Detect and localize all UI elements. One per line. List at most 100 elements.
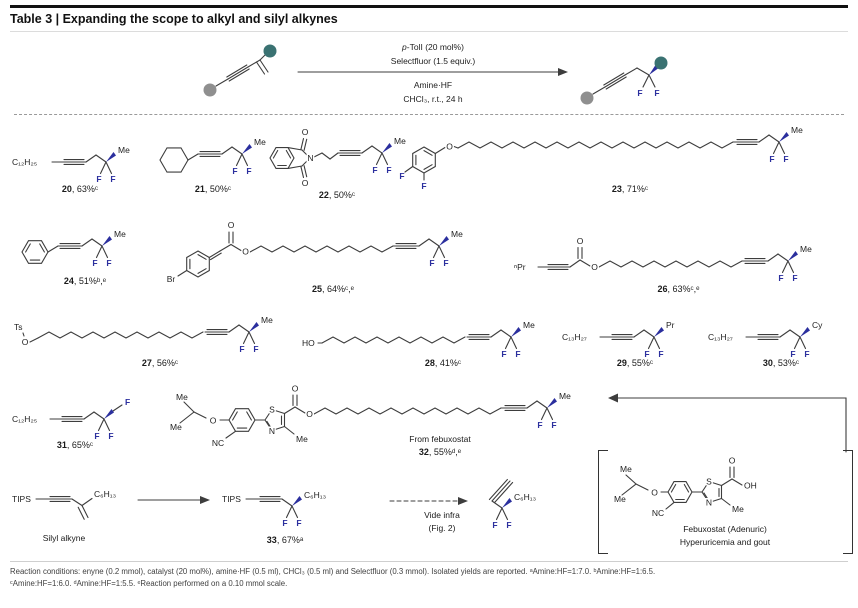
compound-number: 31	[56, 440, 67, 450]
stereo-wedge-icon	[242, 144, 252, 154]
fluorine-label: F	[92, 258, 97, 268]
febuxostat-pointer-arrow	[608, 393, 847, 453]
oxygen-label: O	[577, 236, 584, 246]
fluorine-label: F	[421, 181, 426, 191]
propyl-label: Pr	[666, 320, 675, 330]
compound-21-caption: 21, 50%ᶜ	[148, 184, 278, 194]
compound-yield: , 50%ᶜ	[328, 190, 356, 200]
compound-number: 29	[616, 358, 627, 368]
fluorine-label: F	[644, 349, 649, 359]
compound-yield: , 63%ᶜ,ᵉ	[667, 284, 700, 294]
arrowhead-icon	[200, 496, 210, 504]
compound-29-caption: 29, 55%ᶜ	[560, 358, 710, 368]
nitrogen-label: N	[706, 498, 712, 508]
fluorine-label: F	[239, 344, 244, 354]
propyl-label: ⁿPr	[514, 262, 526, 272]
silyl-alkyne-row: TIPS C₆H₁₃ TIPS	[12, 478, 536, 530]
compound-number: 21	[194, 184, 205, 194]
skeleton-bonds	[179, 394, 554, 439]
compound-number: 33	[266, 535, 277, 545]
stereo-wedge-icon	[800, 327, 810, 337]
fluorine-label: F	[125, 397, 130, 407]
stereo-wedge-icon	[654, 327, 664, 337]
compound-31-structure: C₁₂H₂₅ F F F	[12, 397, 130, 441]
fluorine-label: F	[658, 349, 663, 359]
methyl-label: Me	[394, 136, 406, 146]
skeleton-bonds	[745, 329, 807, 350]
compound-26-structure: ⁿPr O O F F Me	[514, 235, 812, 284]
compound-number: 23	[611, 184, 622, 194]
skeleton-bonds	[621, 466, 743, 510]
fluorine-label: F	[551, 420, 556, 430]
compound-number: 26	[657, 284, 668, 294]
compound-33-caption: 33, 67%ᵃ	[230, 535, 340, 545]
compound-27-caption: 27, 56%ᶜ	[10, 358, 310, 368]
compound-21-structure: F F Me	[159, 137, 266, 176]
skeleton-bonds	[35, 496, 93, 520]
compound-number: 28	[424, 358, 435, 368]
compound-33-structure: TIPS F F C₆H₁₃	[222, 490, 326, 528]
skeleton-bonds	[488, 478, 514, 521]
condition-amine: Amine·HF	[414, 80, 452, 90]
febuxostat-indication: Hyperuricemia and gout	[679, 537, 771, 547]
compound-32-note: From febuxostat	[409, 434, 471, 444]
compound-25-structure: Br O O F F Me	[167, 219, 463, 285]
skeleton-bonds	[159, 146, 249, 173]
compound-32-caption: 32, 55%ᵈ,ᵉ	[330, 447, 550, 457]
fluorine-label: F	[96, 174, 101, 184]
methyl-label: Me	[296, 434, 308, 444]
fluorine-label: F	[282, 518, 287, 528]
compound-number: 27	[141, 358, 152, 368]
compound-number: 22	[318, 190, 329, 200]
fluorine-label: F	[769, 154, 774, 164]
compound-yield: , 71%ᶜ	[621, 184, 649, 194]
stereo-wedge-icon	[788, 251, 798, 261]
compound-yield: , 51%ᵇ,ᵉ	[73, 276, 107, 286]
substrate-gray-ball-icon	[203, 83, 217, 97]
compound-number: 20	[61, 184, 72, 194]
cyclohexyl-label: Cy	[812, 320, 823, 330]
dashed-separator	[14, 114, 844, 115]
sulfur-label: S	[269, 405, 275, 415]
compound-29-structure: C₁₃H₂₇ F F Pr	[562, 320, 675, 359]
footnote-line-1: Reaction conditions: enyne (0.2 mmol), c…	[10, 567, 656, 576]
stereo-wedge-icon	[649, 65, 658, 75]
compound-24-caption: 24, 51%ᵇ,ᵉ	[10, 276, 160, 286]
methyl-label: Me	[523, 320, 535, 330]
compound-30-caption: 30, 53%ᶜ	[706, 358, 856, 368]
methyl-label: Me	[620, 464, 632, 474]
compound-28-caption: 28, 41%ᶜ	[298, 358, 588, 368]
arrowhead-icon	[608, 393, 618, 403]
fluorine-label: F	[778, 273, 783, 283]
methyl-label: Me	[614, 494, 626, 504]
stereo-wedge-icon	[502, 498, 512, 508]
compound-yield: , 63%ᶜ	[71, 184, 99, 194]
hexyl-label: C₆H₁₃	[94, 489, 116, 499]
top-rule	[10, 5, 848, 8]
fluorine-label: F	[515, 349, 520, 359]
compound-25-caption: 25, 64%ᶜ,ᵉ	[158, 284, 508, 294]
fluorine-label: F	[492, 520, 497, 530]
skeleton-bonds	[51, 154, 113, 175]
febuxostat-name: Febuxostat (Adenuric)	[683, 524, 767, 534]
compound-28-structure: HO F F Me	[302, 320, 535, 359]
skeleton-bonds	[245, 496, 299, 519]
fluorine-label: F	[106, 258, 111, 268]
vide-infra-label: Vide infra	[424, 510, 460, 520]
compound-30-structure: C₁₃H₂₇ F F Cy	[708, 320, 823, 359]
compound-number: 25	[311, 284, 322, 294]
right-bracket-icon	[843, 450, 853, 554]
nitrile-label: NC	[652, 508, 664, 518]
reaction-arrowhead-icon	[558, 68, 568, 76]
compound-yield: , 55%ᵈ,ᵉ	[428, 447, 462, 457]
fluorine-label: F	[443, 258, 448, 268]
skeleton-bonds	[537, 246, 795, 274]
compound-23-structure: F F O F F Me	[399, 125, 803, 191]
skeleton-bonds	[49, 404, 123, 432]
desilylated-product-structure: F F C₆H₁₃	[488, 478, 536, 530]
skeleton-bonds	[177, 231, 446, 278]
fluorine-label: F	[94, 431, 99, 441]
nitrile-label: NC	[212, 438, 224, 448]
fluorine-label: F	[804, 349, 809, 359]
